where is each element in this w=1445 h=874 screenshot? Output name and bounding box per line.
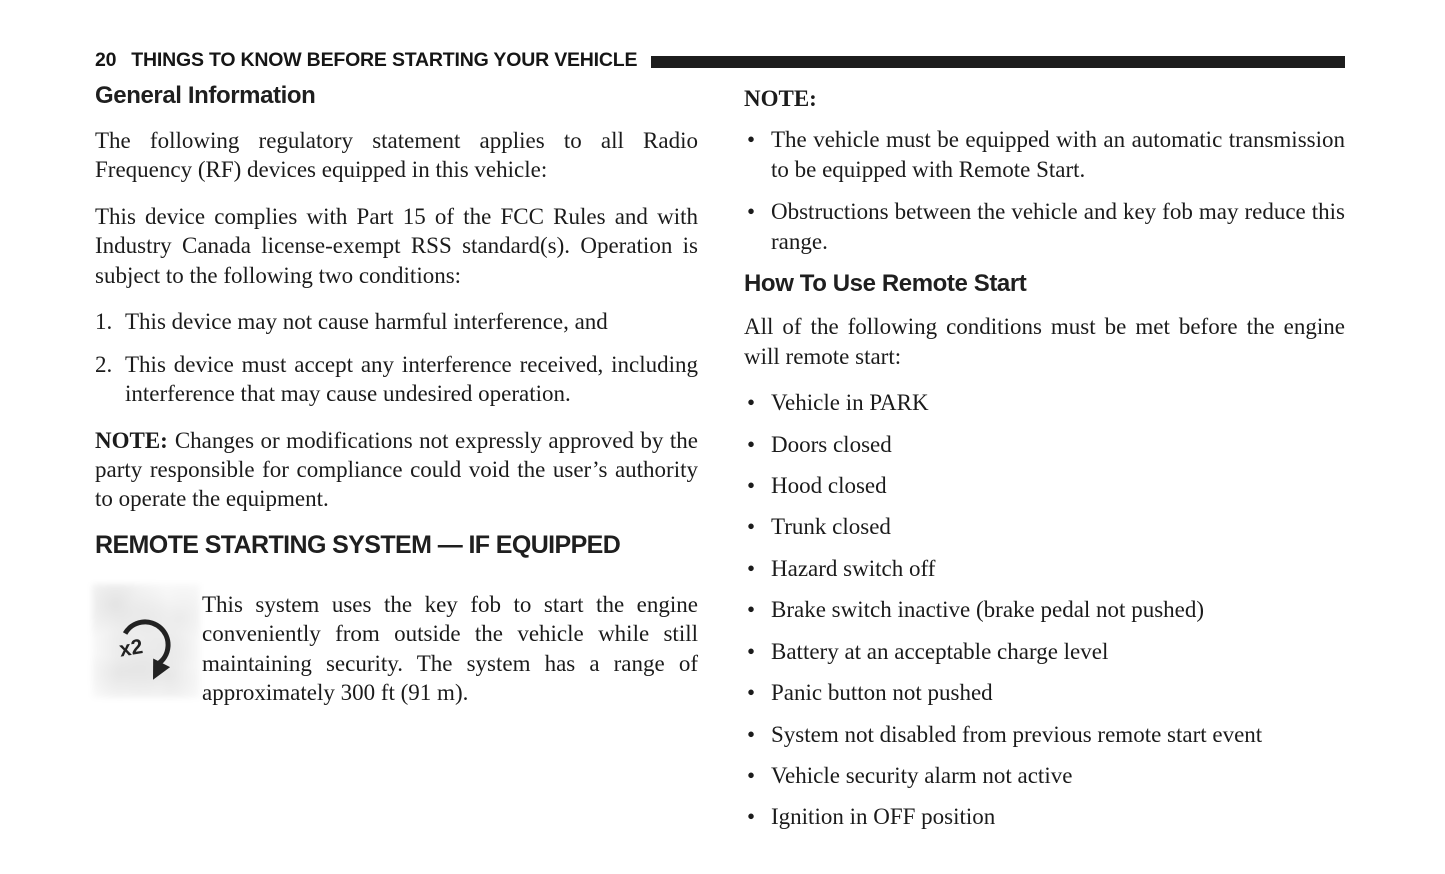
remote-start-x2-icon: x2 — [92, 583, 200, 698]
note-text: Changes or modifications not expressly a… — [95, 427, 698, 512]
remote-starting-system-heading: REMOTE STARTING SYSTEM — IF EQUIPPED — [95, 530, 621, 559]
condition-text: Vehicle in PARK — [771, 390, 929, 416]
header-title: THINGS TO KNOW BEFORE STARTING YOUR VEHI… — [131, 49, 638, 71]
condition-item: Vehicle security alarm not active — [744, 761, 1345, 791]
conditions-intro-paragraph: All of the following conditions must be … — [744, 314, 1345, 369]
condition-text: Vehicle security alarm not active — [771, 763, 1073, 788]
condition-item: Brake switch inactive (brake pedal not p… — [744, 595, 1345, 625]
remote-start-paragraph: This system uses the key fob to start th… — [202, 591, 698, 706]
circular-arrow-icon: x2 — [118, 619, 171, 680]
numbered-list-item: 2. This device must accept any interfere… — [95, 350, 698, 409]
condition-text: System not disabled from previous remote… — [771, 721, 1263, 747]
page-number: 20 — [95, 49, 117, 71]
list-item-text: This device must accept any interference… — [125, 351, 698, 407]
note-label: NOTE: — [95, 427, 168, 453]
condition-text: Hazard switch off — [771, 555, 936, 581]
note-bullet-item: The vehicle must be equipped with an aut… — [744, 125, 1345, 184]
condition-item: Trunk closed — [744, 512, 1345, 542]
condition-text: Battery at an acceptable charge level — [771, 638, 1109, 664]
list-number: 2. — [95, 351, 113, 377]
condition-item: Hood closed — [744, 471, 1345, 501]
condition-text: Hood closed — [771, 472, 887, 498]
right-column: NOTE: The vehicle must be equipped with … — [744, 84, 1345, 844]
note-heading: NOTE: — [744, 86, 817, 111]
note-bullet-list: The vehicle must be equipped with an aut… — [744, 125, 1345, 256]
general-information-heading: General Information — [95, 82, 316, 109]
header-rule-bar — [651, 55, 1345, 68]
x2-label: x2 — [118, 635, 145, 661]
condition-text: Ignition in OFF position — [771, 804, 996, 830]
condition-item: Hazard switch off — [744, 554, 1345, 584]
fcc-compliance-paragraph: This device complies with Part 15 of the… — [95, 203, 698, 288]
note-paragraph: NOTE:Changes or modifications not expres… — [95, 426, 698, 514]
left-column: General Information The following regula… — [92, 82, 698, 708]
list-number: 1. — [95, 309, 113, 335]
condition-item: Doors closed — [744, 430, 1345, 460]
condition-item: Ignition in OFF position — [744, 802, 1345, 832]
numbered-list-item: 1. This device may not cause harmful int… — [95, 307, 698, 336]
condition-text: Doors closed — [771, 431, 892, 457]
condition-item: Panic button not pushed — [744, 678, 1345, 708]
regulatory-statement-paragraph: The following regulatory statement appli… — [95, 128, 698, 183]
bullet-text: The vehicle must be equipped with an aut… — [771, 127, 1345, 182]
condition-text: Panic button not pushed — [771, 680, 993, 706]
scan-smudge — [92, 583, 200, 698]
page-header: 20 THINGS TO KNOW BEFORE STARTING YOUR V… — [95, 49, 1345, 72]
bullet-text: Obstructions between the vehicle and key… — [771, 199, 1345, 254]
remote-start-block: x2 This system uses the key fob to start… — [92, 583, 698, 708]
how-to-use-remote-start-heading: How To Use Remote Start — [744, 270, 1027, 298]
condition-text: Trunk closed — [771, 514, 891, 540]
condition-text: Brake switch inactive (brake pedal not p… — [771, 597, 1205, 623]
note-bullet-item: Obstructions between the vehicle and key… — [744, 197, 1345, 256]
condition-item: Vehicle in PARK — [744, 388, 1345, 418]
remote-start-conditions-list: Vehicle in PARK Doors closed Hood closed… — [744, 388, 1345, 832]
condition-item: Battery at an acceptable charge level — [744, 637, 1345, 667]
fcc-conditions-list: 1. This device may not cause harmful int… — [95, 307, 698, 408]
condition-item: System not disabled from previous remote… — [744, 720, 1345, 750]
list-item-text: This device may not cause harmful interf… — [125, 309, 608, 335]
